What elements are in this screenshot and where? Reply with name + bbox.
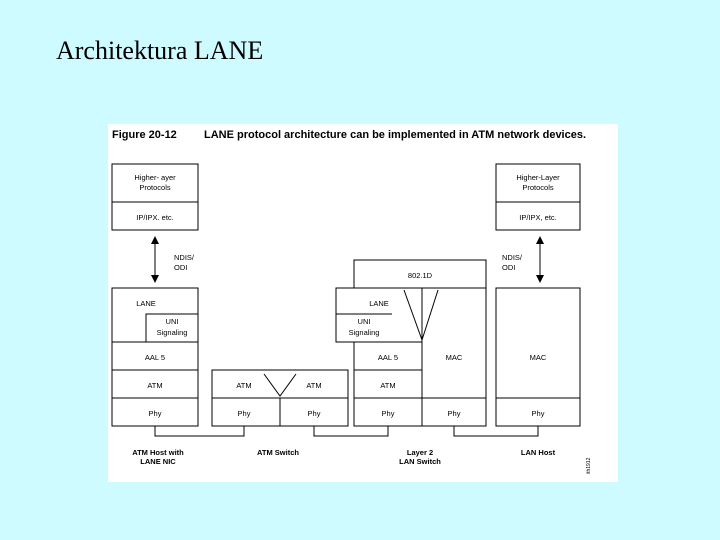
- atm-switch-phy-label-2: Phy: [308, 409, 321, 418]
- right-higher-layer-label-2: Protocols: [522, 183, 554, 192]
- mid-uni-label-2: Signaling: [349, 328, 380, 337]
- atm-host-label-2: LANE NIC: [140, 457, 176, 466]
- atm-switch-atm-label-2: ATM: [306, 381, 321, 390]
- lan-switch-stack: 802.1D LANE UNI Signaling AAL 5 ATM Phy …: [335, 259, 487, 427]
- lan-switch-label-1: Layer 2: [407, 448, 433, 457]
- mid-mac-label: MAC: [446, 353, 463, 362]
- mid-phy-label-2: Phy: [448, 409, 461, 418]
- atm-switch-label: ATM Switch: [257, 448, 299, 457]
- left-phy-label: Phy: [149, 409, 162, 418]
- atm-host-label-1: ATM Host with: [132, 448, 184, 457]
- left-uni-label-2: Signaling: [157, 328, 188, 337]
- right-phy-box: [495, 397, 581, 427]
- bridge-8021d-label: 802.1D: [408, 271, 433, 280]
- mid-aal5-label: AAL 5: [378, 353, 398, 362]
- figure-caption-text: LANE protocol architecture can be implem…: [204, 129, 587, 141]
- atm-switch-atm-label-1: ATM: [236, 381, 251, 390]
- right-higher-layer-box: [495, 163, 581, 231]
- left-uni-label-1: UNI: [166, 317, 179, 326]
- left-host-upper-stack: Higher- ayer Protocols IP/IPX. etc.: [111, 163, 199, 231]
- figure-code: ith1912: [586, 457, 592, 474]
- physical-links: [154, 426, 539, 437]
- protocol-stack-diagram: Higher- ayer Protocols IP/IPX. etc. NDIS…: [111, 163, 592, 474]
- left-higher-layer-box: [111, 163, 199, 231]
- right-higher-layer-label-1: Higher-Layer: [516, 173, 560, 182]
- left-phy-box: [111, 397, 199, 427]
- left-lane-label: LANE: [136, 299, 156, 308]
- right-ip-ipx-label: IP/IPX, etc.: [519, 213, 557, 222]
- right-ndis-label-2: ODI: [502, 263, 515, 272]
- left-host-lower-stack: LANE UNI Signaling AAL 5 ATM Phy: [111, 287, 199, 427]
- mid-aal5-box: [353, 341, 423, 371]
- left-higher-layer-label-2: Protocols: [139, 183, 171, 192]
- mid-lane-box: [335, 287, 423, 343]
- left-ndis-label-2: ODI: [174, 263, 187, 272]
- left-ip-ipx-label: IP/IPX. etc.: [136, 213, 174, 222]
- mid-lane-label: LANE: [369, 299, 389, 308]
- slide-title: Architektura LANE: [56, 36, 264, 65]
- left-aal5-box: [111, 341, 199, 371]
- left-higher-layer-label-1: Higher- ayer: [134, 173, 176, 182]
- mid-phy-box-2: [421, 397, 487, 427]
- mid-mac-box: [421, 287, 487, 399]
- left-atm-label: ATM: [147, 381, 162, 390]
- lane-architecture-figure: Figure 20-12 LANE protocol architecture c…: [108, 124, 618, 482]
- figure-number: Figure 20-12: [112, 129, 177, 141]
- mid-phy-label: Phy: [382, 409, 395, 418]
- lan-host-label: LAN Host: [521, 448, 556, 457]
- atm-switch-phy-label-1: Phy: [238, 409, 251, 418]
- mid-atm-box: [353, 369, 423, 399]
- left-aal5-label: AAL 5: [145, 353, 165, 362]
- figure-caption: Figure 20-12 LANE protocol architecture c…: [112, 129, 586, 141]
- right-mac-label: MAC: [530, 353, 547, 362]
- mid-atm-label: ATM: [380, 381, 395, 390]
- lan-switch-label-2: LAN Switch: [399, 457, 441, 466]
- device-labels: ATM Host with LANE NIC ATM Switch Layer …: [132, 448, 555, 466]
- atm-switch-stack: ATM ATM Phy Phy: [211, 369, 349, 427]
- left-ndis-label-1: NDIS/: [174, 253, 195, 262]
- right-mac-box: [495, 287, 581, 399]
- right-ndis-label-1: NDIS/: [502, 253, 523, 262]
- left-ndis-arrow: NDIS/ ODI: [151, 236, 195, 283]
- mid-uni-label-1: UNI: [358, 317, 371, 326]
- left-atm-box: [111, 369, 199, 399]
- right-phy-label: Phy: [532, 409, 545, 418]
- bridge-8021d-box: [353, 259, 487, 289]
- right-host-stack: Higher-Layer Protocols IP/IPX, etc. NDIS…: [495, 163, 581, 427]
